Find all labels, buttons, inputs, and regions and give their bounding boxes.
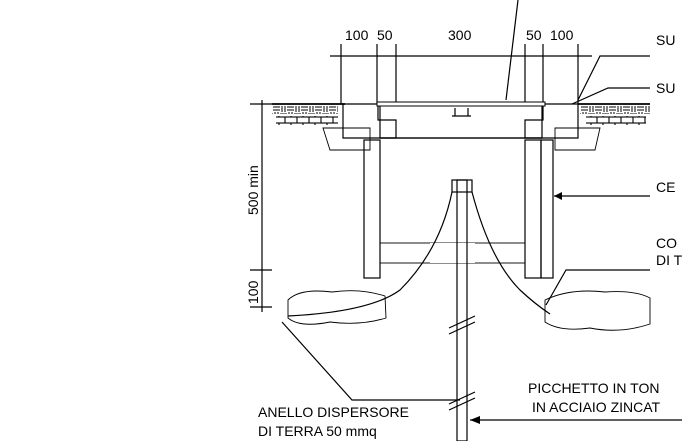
- dim-left-100: 100: [245, 280, 261, 304]
- label-ring-line1: ANELLO DISPERSORE: [258, 404, 409, 420]
- left-dimension-chain: 500 min 100: [245, 100, 272, 312]
- dim-top-100-left: 100: [345, 27, 369, 43]
- label-cut-1: SU: [656, 32, 675, 48]
- well-walls: [363, 139, 554, 279]
- soil-lumps: [287, 290, 651, 331]
- cover-slab: [342, 101, 579, 139]
- ground-surface: [272, 103, 650, 151]
- dim-top-300: 300: [448, 27, 472, 43]
- label-rod-line2: IN ACCIAIO ZINCAT: [532, 399, 661, 415]
- earth-rod: [448, 179, 476, 441]
- dim-left-500-min: 500 min: [245, 165, 261, 215]
- label-cut-4a: CO: [656, 235, 677, 251]
- dim-top-50-left: 50: [377, 27, 393, 43]
- label-rod-line1: PICCHETTO IN TON: [528, 380, 659, 396]
- earth-conductor: [287, 191, 551, 317]
- top-dimension-chain: 100 50 300 50 100: [330, 27, 592, 104]
- label-cut-2: SU: [656, 80, 675, 96]
- labels: SU SU CE CO DI T PICCHETTO IN TON IN ACC…: [258, 32, 682, 439]
- leader-lines: [281, 0, 682, 424]
- label-ring-line2: DI TERRA 50 mmq: [258, 423, 377, 439]
- dim-top-50-right: 50: [526, 27, 542, 43]
- label-cut-3: CE: [656, 179, 675, 195]
- dim-top-100-right: 100: [550, 27, 574, 43]
- label-cut-4b: DI T: [656, 252, 682, 268]
